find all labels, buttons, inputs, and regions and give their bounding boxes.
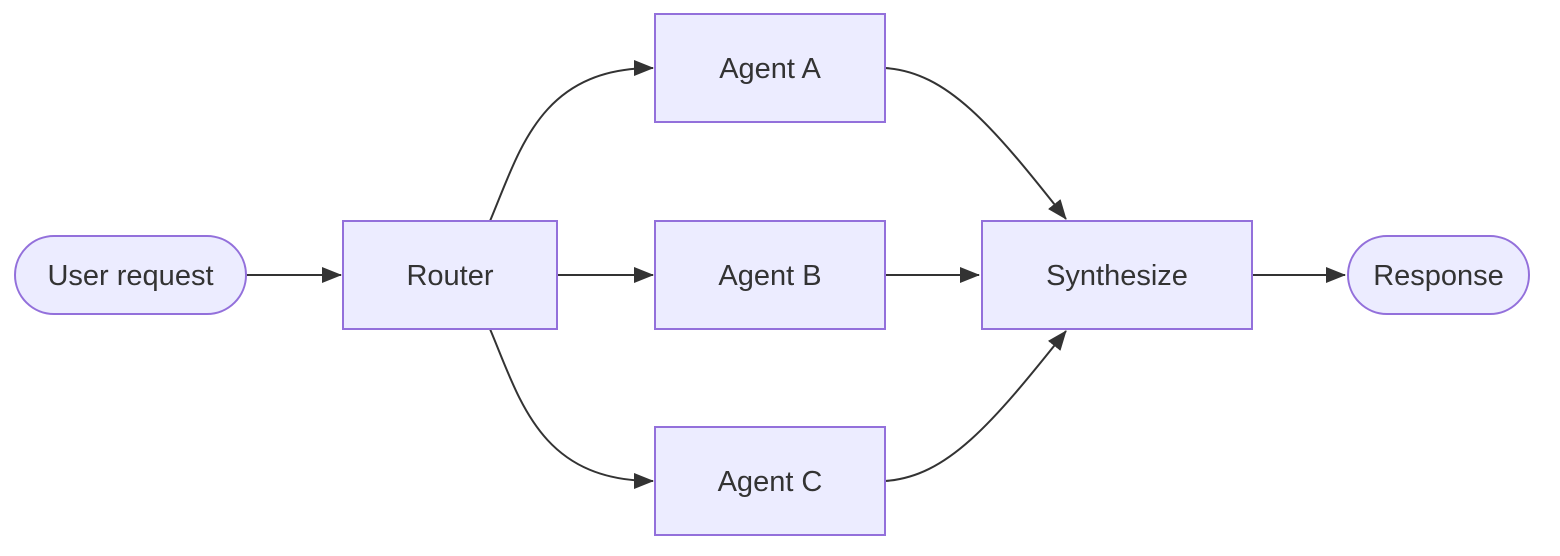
edge-layer xyxy=(246,60,1346,489)
edge-agent-a-to-synthesize xyxy=(884,67,1067,220)
node-agent-a-shape xyxy=(654,13,886,123)
node-response-shape xyxy=(1347,235,1530,315)
node-router: Router xyxy=(342,220,558,330)
node-agent-a: Agent A xyxy=(654,13,886,123)
node-router-label: Router xyxy=(406,260,493,292)
node-synthesize: Synthesize xyxy=(981,220,1253,330)
node-user-request-shape xyxy=(14,235,247,315)
node-agent-b-shape xyxy=(654,220,886,330)
edge-agent-c-to-synthesize xyxy=(884,330,1067,482)
edge-router-to-agent-a xyxy=(489,60,654,222)
node-agent-a-label: Agent A xyxy=(719,53,821,85)
node-synthesize-shape xyxy=(981,220,1253,330)
node-response-label: Response xyxy=(1373,260,1504,292)
edge-router-to-agent-c xyxy=(489,328,654,489)
node-agent-c-shape xyxy=(654,426,886,536)
node-agent-b: Agent B xyxy=(654,220,886,330)
node-agent-c-label: Agent C xyxy=(718,466,823,498)
node-synthesize-label: Synthesize xyxy=(1046,260,1188,292)
node-router-shape xyxy=(342,220,558,330)
node-agent-b-label: Agent B xyxy=(718,260,821,292)
node-response: Response xyxy=(1347,235,1530,315)
node-agent-c: Agent C xyxy=(654,426,886,536)
node-user-request: User request xyxy=(14,235,247,315)
node-user-request-label: User request xyxy=(47,260,213,292)
